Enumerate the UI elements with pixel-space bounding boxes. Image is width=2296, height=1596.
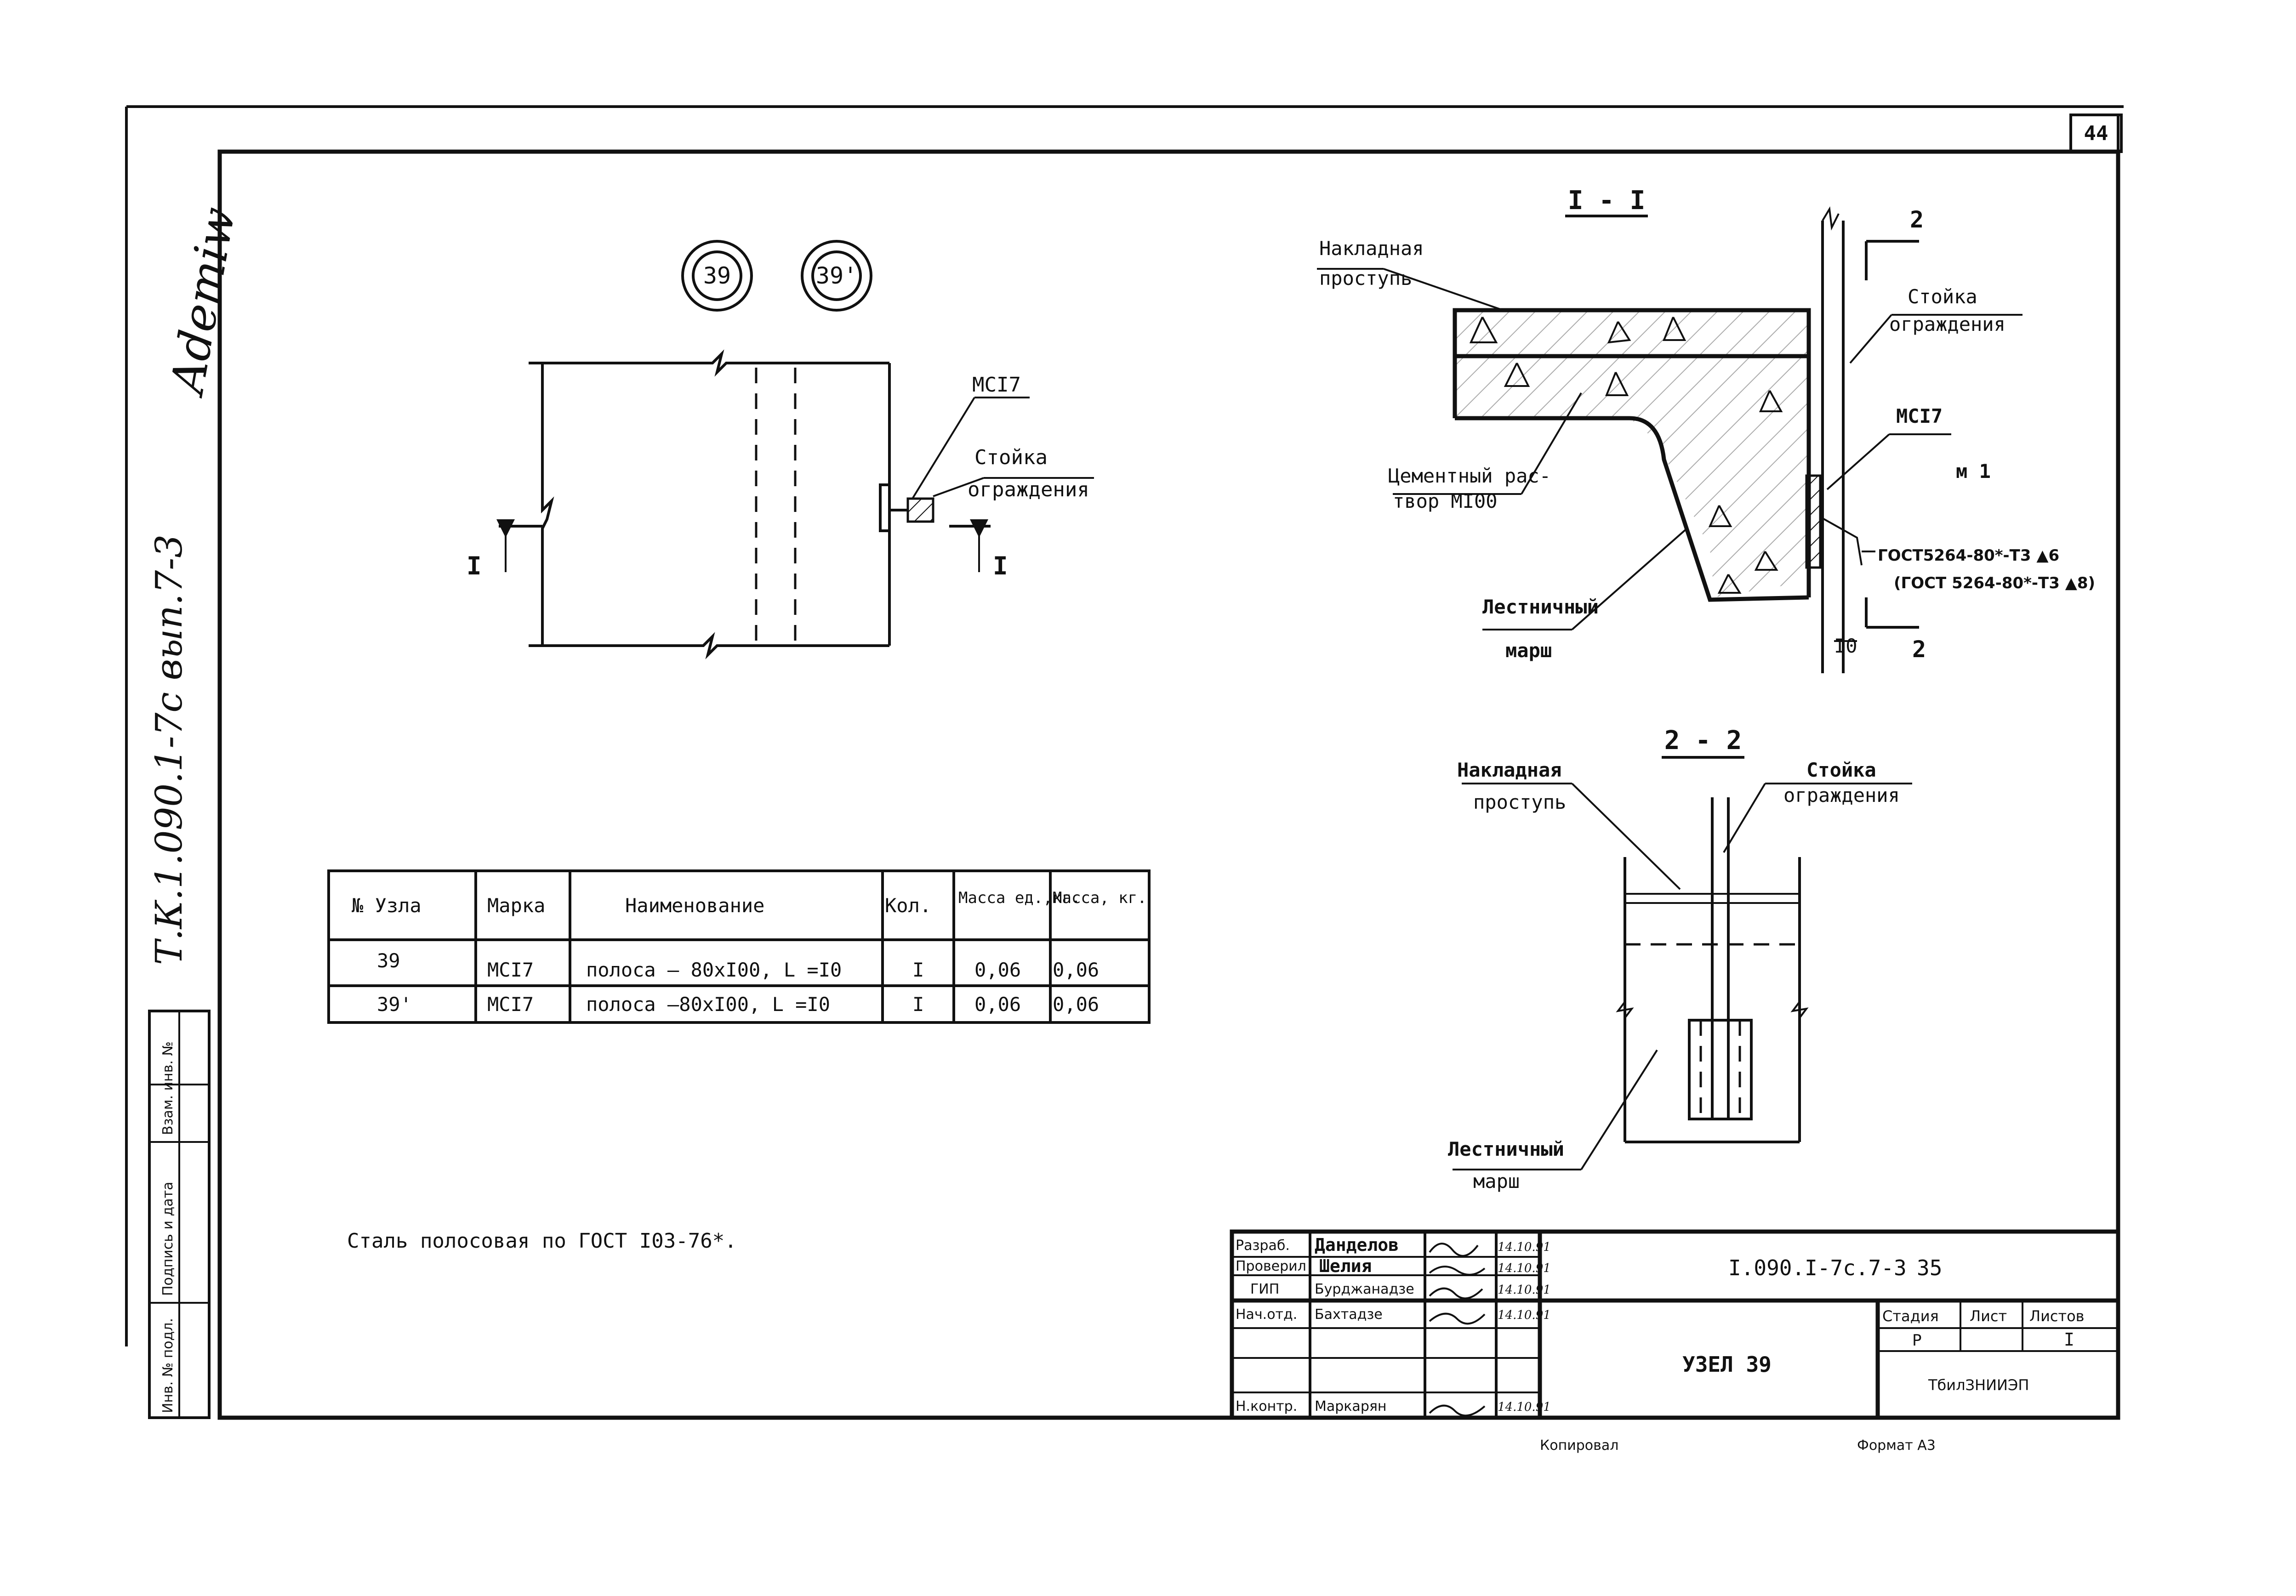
role-department-head: Нач.отд. bbox=[1236, 1306, 1297, 1323]
date-checker: 14.10.91 bbox=[1498, 1261, 1551, 1275]
node-callouts bbox=[681, 240, 872, 312]
sheets-value: I bbox=[2064, 1329, 2074, 1350]
section-1-mortar-2: твор МI00 bbox=[1393, 490, 1498, 512]
section-1-flight-2: марш bbox=[1505, 639, 1552, 662]
section-1-cut-bottom: 2 bbox=[1912, 636, 1926, 663]
spec-table-grid bbox=[327, 869, 1151, 1024]
spec-row-2-name: полоса –80хI00, L =I0 bbox=[586, 993, 830, 1016]
section-2-post-1: Стойка bbox=[1806, 759, 1876, 781]
date-department-head: 14.10.91 bbox=[1498, 1308, 1551, 1322]
section-1-gost-2: (ГОСТ 5264-80*-Т3 ▲8) bbox=[1894, 574, 2095, 592]
title-block-names: Данделов Шелия Бурджанадзе Бахтадзе Марк… bbox=[1315, 1235, 1414, 1414]
spec-row-2-node: 39' bbox=[377, 993, 412, 1016]
stage-label: Стадия bbox=[1882, 1307, 1939, 1325]
section-1-mark: МСI7 bbox=[1896, 405, 1943, 427]
side-stamp-sign-date: Подпись и дата bbox=[160, 1182, 176, 1296]
spec-row-1-mark: МСI7 bbox=[487, 959, 534, 981]
section-1-flight-1: Лестничный bbox=[1482, 596, 1599, 618]
section-2-post-2: ограждения bbox=[1783, 784, 1900, 807]
section-1-tread-1: Накладная bbox=[1319, 237, 1424, 260]
sheet-label: Лист bbox=[1970, 1307, 2007, 1325]
spec-header-mass: Масса, кг. bbox=[1053, 889, 1147, 907]
sheet-number-box bbox=[2069, 114, 2123, 153]
spec-header-node: № Узла bbox=[352, 894, 422, 917]
plan-section-mark-left: I bbox=[467, 551, 482, 580]
plan-post-label-1: Стойка bbox=[974, 446, 1048, 469]
plan-section-mark-right: I bbox=[993, 551, 1008, 580]
date-chief-engineer: 14.10.91 bbox=[1498, 1283, 1551, 1297]
spec-row-1-name: полоса – 80хI00, L =I0 bbox=[586, 959, 842, 981]
sheets-label: Листов bbox=[2029, 1307, 2085, 1325]
callout-39-prime: 39' bbox=[816, 262, 857, 289]
section-1-title: I - I bbox=[1568, 186, 1646, 216]
plan-mark-label: МСI7 bbox=[972, 373, 1021, 397]
name-department-head: Бахтадзе bbox=[1315, 1306, 1383, 1323]
organization: ТбилЗНИИЭП bbox=[1928, 1376, 2029, 1394]
spec-row-2-unit-mass: 0,06 bbox=[974, 993, 1021, 1016]
section-1-tread-2: проступь bbox=[1319, 267, 1412, 290]
name-developer: Данделов bbox=[1315, 1235, 1399, 1255]
title-block-dates: 14.10.91 14.10.91 14.10.91 14.10.91 14.1… bbox=[1498, 1240, 1551, 1414]
section-1-dim: I0 bbox=[1834, 635, 1857, 657]
plan-view bbox=[496, 349, 1094, 659]
footer-copied: Копировал bbox=[1540, 1437, 1618, 1454]
section-1-mortar-1: Цементный рас- bbox=[1388, 465, 1551, 487]
side-stamp-code: Т.К.1.090.1-7с вып.7-3 bbox=[148, 534, 190, 965]
spec-header-name: Наименование bbox=[625, 894, 764, 917]
spec-row-1-qty: I bbox=[912, 959, 924, 981]
name-checker: Шелия bbox=[1319, 1256, 1372, 1276]
section-1-post-2: ограждения bbox=[1889, 313, 2005, 335]
plan-post-label-2: ограждения bbox=[968, 478, 1089, 501]
name-norm-control: Маркарян bbox=[1315, 1398, 1387, 1414]
role-norm-control: Н.контр. bbox=[1236, 1398, 1297, 1414]
section-1-cut-top: 2 bbox=[1910, 206, 1924, 233]
section-1-gost-1: ГОСТ5264-80*-Т3 ▲6 bbox=[1878, 546, 2059, 565]
section-1-post-1: Стойка bbox=[1908, 285, 1977, 308]
spec-header-qty: Кол. bbox=[885, 894, 931, 917]
section-1-weld: м 1 bbox=[1956, 460, 1991, 483]
section-2-drawing bbox=[1453, 783, 1912, 1170]
title-block-grid bbox=[1230, 1229, 2120, 1420]
role-chief-engineer: ГИП bbox=[1250, 1281, 1279, 1297]
spec-header-mark: Марка bbox=[487, 894, 545, 917]
steel-note: Сталь полосовая по ГОСТ I03-76*. bbox=[347, 1229, 737, 1253]
sheet-frame bbox=[125, 105, 2124, 1420]
spec-table: № Узла Марка Наименование Кол. Масса ед.… bbox=[352, 889, 1147, 1016]
section-1-drawing bbox=[1317, 206, 2023, 673]
spec-row-1-unit-mass: 0,06 bbox=[974, 959, 1021, 981]
date-norm-control: 14.10.91 bbox=[1498, 1400, 1551, 1414]
spec-row-1-mass: 0,06 bbox=[1053, 959, 1099, 981]
side-stamp: Инв. № подл. Подпись и дата Взам. инв. № bbox=[148, 1010, 211, 1419]
spec-header-unit-mass: Масса ед.,кг. bbox=[958, 889, 1081, 907]
designation: I.090.I-7с.7-3 bbox=[1728, 1255, 1907, 1280]
drawing-title: УЗЕЛ 39 bbox=[1682, 1352, 1772, 1377]
section-2-title: 2 - 2 bbox=[1664, 726, 1742, 755]
section-2-tread-2: проступь bbox=[1473, 791, 1566, 813]
spec-row-2-mass: 0,06 bbox=[1053, 993, 1099, 1016]
title-block-roles: Разраб. Проверил ГИП Нач.отд. Н.контр. bbox=[1236, 1238, 1306, 1414]
role-developer: Разраб. bbox=[1236, 1238, 1290, 1254]
title-block-signatures bbox=[1429, 1243, 1486, 1417]
page-number: 35 bbox=[1917, 1255, 1942, 1280]
signature: Ademiw bbox=[160, 203, 245, 401]
section-2-flight-2: марш bbox=[1473, 1170, 1520, 1193]
spec-row-2-mark: МСI7 bbox=[487, 993, 534, 1016]
side-stamp-inv-no: Инв. № подл. bbox=[160, 1318, 176, 1413]
spec-row-1-node: 39 bbox=[377, 949, 400, 972]
section-2-flight-1: Лестничный bbox=[1448, 1138, 1564, 1160]
name-chief-engineer: Бурджанадзе bbox=[1315, 1281, 1414, 1297]
callout-39: 39 bbox=[703, 262, 731, 289]
role-checker: Проверил bbox=[1236, 1258, 1306, 1274]
sheet-number: 44 bbox=[2084, 122, 2108, 145]
stage-value: Р bbox=[1912, 1331, 1922, 1350]
side-stamp-replaces: Взам. инв. № bbox=[160, 1041, 176, 1135]
section-2-tread-1: Накладная bbox=[1457, 759, 1562, 781]
footer-format: Формат А3 bbox=[1857, 1437, 1936, 1454]
spec-row-2-qty: I bbox=[912, 993, 924, 1016]
date-developer: 14.10.91 bbox=[1498, 1240, 1551, 1254]
